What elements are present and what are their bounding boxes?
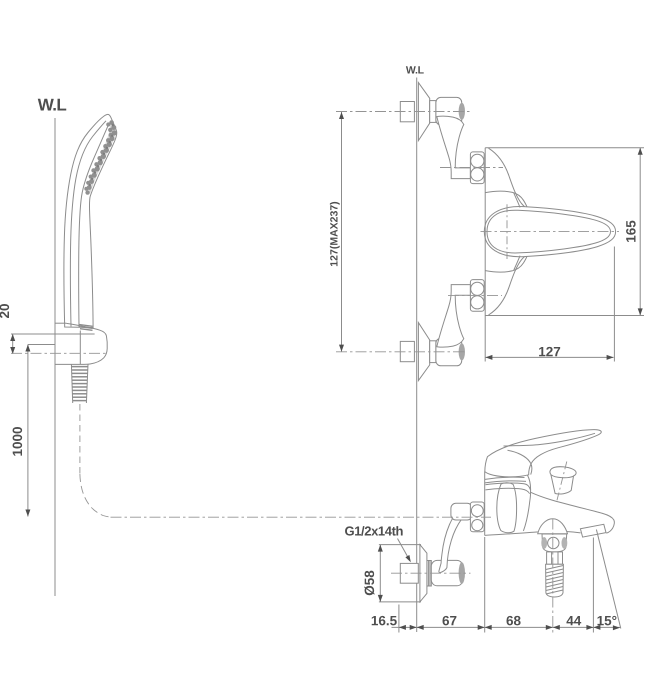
svg-text:67: 67 — [442, 613, 457, 628]
svg-text:G1/2x14th: G1/2x14th — [344, 524, 403, 539]
svg-text:127(MAX237): 127(MAX237) — [329, 201, 341, 266]
svg-text:Ø58: Ø58 — [362, 570, 377, 596]
svg-text:16.5: 16.5 — [371, 613, 398, 628]
svg-text:20: 20 — [0, 303, 12, 318]
svg-text:W.L: W.L — [38, 95, 67, 114]
svg-text:44: 44 — [566, 613, 582, 628]
svg-text:165: 165 — [624, 220, 639, 243]
svg-text:1000: 1000 — [10, 426, 25, 456]
svg-text:15°: 15° — [597, 613, 617, 628]
svg-text:127: 127 — [538, 344, 561, 359]
svg-text:W.L: W.L — [406, 64, 425, 76]
svg-text:68: 68 — [506, 613, 522, 628]
